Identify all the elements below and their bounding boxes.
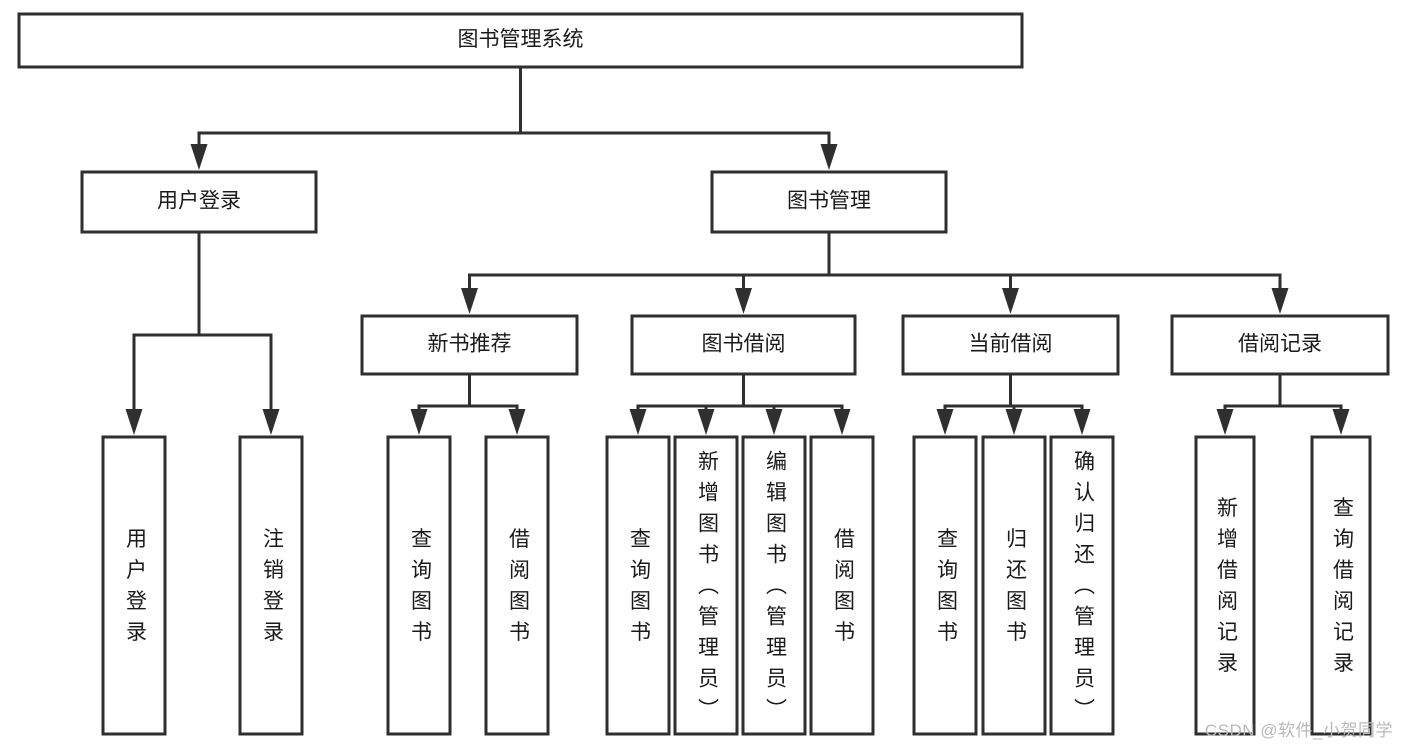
arrow-head-icon	[508, 409, 526, 435]
node-label: 新增借阅记录	[1214, 497, 1238, 675]
diagram-node-leaf_12[interactable]: 查询借阅记录	[1310, 435, 1372, 736]
diagram-node-l3_2[interactable]: 当前借阅	[901, 314, 1120, 376]
node-box	[484, 435, 550, 736]
arrow-head-icon	[190, 144, 208, 170]
arrow-head-icon	[1216, 409, 1234, 435]
node-label: 归还图书	[1003, 528, 1027, 644]
arrow-head-icon	[765, 409, 783, 435]
diagram-node-leaf_4[interactable]: 查询图书	[605, 435, 671, 736]
node-label: 借阅记录	[1238, 333, 1322, 356]
diagram-node-leaf_1[interactable]: 注销登录	[238, 435, 304, 736]
arrow-head-icon	[833, 409, 851, 435]
node-box	[981, 435, 1047, 736]
node-label: 确认归还（管理员）	[1071, 450, 1095, 721]
diagram-node-l3_3[interactable]: 借阅记录	[1170, 314, 1390, 376]
connector-layer	[125, 65, 1350, 435]
arrow-head-icon	[697, 409, 715, 435]
node-label: 图书管理系统	[458, 28, 584, 51]
arrow-head-icon	[820, 144, 838, 170]
node-label: 查询借阅记录	[1330, 497, 1354, 675]
diagram-node-l3_1[interactable]: 图书借阅	[630, 314, 857, 376]
node-box	[238, 435, 304, 736]
node-box	[710, 170, 948, 234]
node-label: 用户登录	[123, 528, 147, 644]
diagram-node-leaf_10[interactable]: 确认归还（管理员）	[1049, 435, 1115, 736]
node-label: 用户登录	[157, 190, 241, 213]
node-label: 借阅图书	[506, 528, 530, 644]
arrow-head-icon	[1002, 288, 1019, 314]
node-label: 编辑图书（管理员）	[763, 450, 787, 721]
node-box	[360, 314, 579, 376]
node-box	[1170, 314, 1390, 376]
node-box	[101, 435, 167, 736]
node-label: 查询图书	[408, 528, 432, 644]
arrow-head-icon	[936, 409, 954, 435]
node-label: 借阅图书	[831, 528, 855, 644]
diagram-node-leaf_11[interactable]: 新增借阅记录	[1194, 435, 1256, 736]
node-box	[1310, 435, 1372, 736]
arrow-head-icon	[410, 409, 428, 435]
diagram-node-l2_1[interactable]: 图书管理	[710, 170, 948, 234]
node-box	[741, 435, 807, 736]
diagram-node-root[interactable]: 图书管理系统	[17, 12, 1024, 69]
diagram-node-leaf_2[interactable]: 查询图书	[386, 435, 452, 736]
node-label: 新增图书（管理员）	[695, 450, 719, 721]
node-label: 新书推荐	[428, 333, 512, 356]
diagram-node-leaf_3[interactable]: 借阅图书	[484, 435, 550, 736]
node-box	[80, 170, 318, 234]
arrow-head-icon	[1332, 409, 1350, 435]
diagram-node-leaf_0[interactable]: 用户登录	[101, 435, 167, 736]
node-box	[673, 435, 739, 736]
node-box	[386, 435, 452, 736]
node-label: 图书借阅	[702, 333, 786, 356]
node-layer: 图书管理系统用户登录图书管理新书推荐图书借阅当前借阅借阅记录用户登录注销登录查询…	[17, 12, 1390, 736]
arrow-head-icon	[1005, 409, 1023, 435]
diagram-node-leaf_7[interactable]: 借阅图书	[809, 435, 875, 736]
diagram-node-leaf_6[interactable]: 编辑图书（管理员）	[741, 435, 807, 736]
diagram-node-leaf_9[interactable]: 归还图书	[981, 435, 1047, 736]
node-box	[1194, 435, 1256, 736]
diagram-node-l2_0[interactable]: 用户登录	[80, 170, 318, 234]
arrow-head-icon	[125, 409, 143, 435]
arrow-head-icon	[1073, 409, 1091, 435]
node-label: 注销登录	[260, 528, 284, 644]
csdn-watermark: CSDN @软件_小贺同学	[1204, 721, 1393, 740]
diagram-node-leaf_8[interactable]: 查询图书	[912, 435, 978, 736]
arrow-head-icon	[262, 409, 280, 435]
node-box	[605, 435, 671, 736]
diagram-node-leaf_5[interactable]: 新增图书（管理员）	[673, 435, 739, 736]
node-label: 查询图书	[627, 528, 651, 644]
arrow-head-icon	[735, 288, 752, 314]
node-box	[17, 12, 1024, 69]
node-box	[809, 435, 875, 736]
arrow-head-icon	[629, 409, 647, 435]
node-label: 当前借阅	[969, 333, 1053, 356]
node-box	[901, 314, 1120, 376]
node-box	[630, 314, 857, 376]
node-box	[1049, 435, 1115, 736]
node-label: 查询图书	[934, 528, 958, 644]
node-label: 图书管理	[787, 190, 871, 213]
diagram-node-l3_0[interactable]: 新书推荐	[360, 314, 579, 376]
arrow-head-icon	[1271, 288, 1289, 314]
node-box	[912, 435, 978, 736]
arrow-head-icon	[461, 288, 478, 314]
